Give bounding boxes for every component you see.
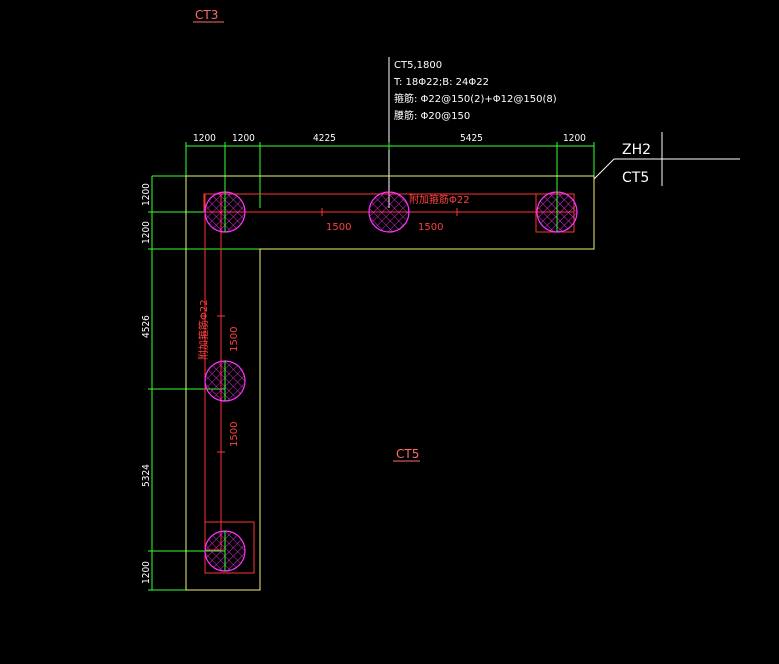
axis-label-zh2: ZH2 [622,142,651,158]
axis-label-ct5: CT5 [622,170,649,186]
top-dim-2: 1200 [232,133,255,144]
anchor-v-bottom: 1500 [229,422,240,447]
top-dim-4: 5425 [460,133,483,144]
pile-center-marks [224,192,558,571]
rebar-label-vertical: 附加箍筋Φ22 [197,299,210,360]
cap-tag-ct3: CT3 [195,8,218,22]
top-dim-3: 4225 [313,133,336,144]
left-dim-5: 1200 [141,561,152,584]
annotation-line-4: 腰筋: Φ20@150 [394,109,470,122]
anchor-h-left: 1500 [326,222,351,233]
left-dim-3: 4526 [141,315,152,338]
pile-2 [368,191,410,233]
rebar-label-horizontal: 附加箍筋Φ22 [409,193,470,206]
annotation-line-1: CT5,1800 [394,60,442,71]
left-dim-2: 1200 [141,221,152,244]
top-dim-5: 1200 [563,133,586,144]
cap-outline [185,175,595,591]
axis-leader-diagonal [593,158,615,180]
left-dim-1: 1200 [141,183,152,206]
anchor-v-top: 1500 [229,327,240,352]
cap-tag-ct5: CT5 [396,447,419,461]
anchor-h-right: 1500 [418,222,443,233]
annotation-line-3: 箍筋: Φ22@150(2)+Φ12@150(8) [394,92,557,105]
annotation-line-2: T: 18Φ22;B: 24Φ22 [393,77,489,88]
top-dim-1: 1200 [193,133,216,144]
left-dim-4: 5324 [141,464,152,487]
